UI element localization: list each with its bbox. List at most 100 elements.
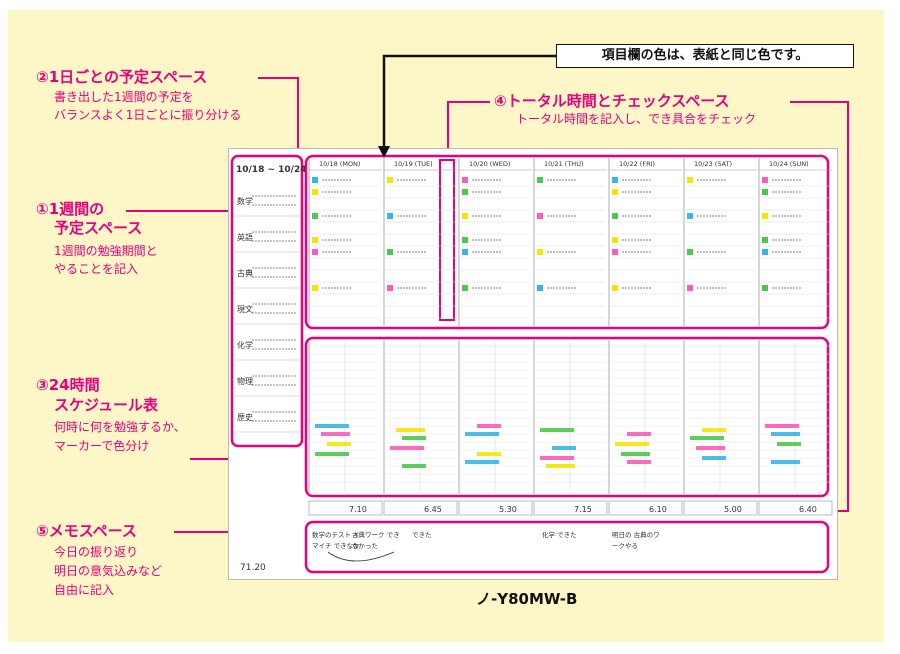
day-total-value: 5.00 <box>724 505 742 514</box>
note-arrow-head <box>378 146 390 158</box>
schedule-marker-bar <box>315 424 349 428</box>
subject-marker <box>312 237 318 243</box>
schedule-marker-bar <box>396 428 425 432</box>
subject-marker <box>387 249 393 255</box>
weekly-subject-label: 歴史 <box>237 412 253 422</box>
schedule-marker-bar <box>627 460 651 464</box>
subject-marker <box>462 237 468 243</box>
memo-space-desc-3: 自由に記入 <box>54 583 115 597</box>
day-total-value: 6.40 <box>799 505 817 514</box>
memo-handwriting: なかった <box>352 542 378 550</box>
memo-handwriting: 古典ワーク でき <box>352 530 400 539</box>
schedule-marker-bar <box>402 464 426 468</box>
subject-marker <box>687 285 693 291</box>
subject-marker <box>462 285 468 291</box>
memo-handwriting: マイチ できなか <box>312 542 360 550</box>
day-header: 10/19 (TUE) <box>394 160 433 168</box>
hours-table-desc-1: 何時に何を勉強するか、 <box>54 420 186 434</box>
memo-space-frame <box>304 520 830 574</box>
total-connector-h3 <box>828 510 849 512</box>
schedule-marker-bar <box>402 436 426 440</box>
schedule-marker-bar <box>771 432 800 436</box>
subject-marker <box>762 213 768 219</box>
subject-marker <box>387 177 393 183</box>
day-header: 10/23 (SAT) <box>694 160 732 168</box>
subject-marker <box>537 213 543 219</box>
subject-marker <box>537 177 543 183</box>
subject-marker <box>312 213 318 219</box>
weekly-space-title-2: 予定スペース <box>54 219 143 237</box>
subject-marker <box>312 189 318 195</box>
daily-space-desc-2: バランスよく1日ごとに振り分ける <box>54 108 242 122</box>
subject-marker <box>612 213 618 219</box>
schedule-marker-bar <box>465 432 499 436</box>
schedule-marker-bar <box>627 432 651 436</box>
total-cell <box>383 500 458 516</box>
subject-marker <box>762 177 768 183</box>
schedule-marker-bar <box>621 452 650 456</box>
memo-handwriting: 化学 できた <box>542 530 577 539</box>
memo-space-desc-2: 明日の意気込みなど <box>54 564 163 578</box>
schedule-marker-bar <box>765 424 799 428</box>
weekly-subject-label: 現文 <box>237 304 253 314</box>
schedule-marker-bar <box>477 452 501 456</box>
schedule-marker-bar <box>327 442 351 446</box>
day-header: 10/24 (SUN) <box>769 160 809 168</box>
memo-space-desc-1: 今日の振り返り <box>54 545 139 559</box>
total-cell <box>308 500 383 516</box>
schedule-marker-bar <box>615 442 649 446</box>
total-connector-v1 <box>447 101 449 159</box>
schedule-marker-bar <box>702 428 726 432</box>
subject-marker <box>762 285 768 291</box>
memo-space-title: ⑤メモスペース <box>36 522 137 540</box>
hours-table-desc-2: マーカーで色分け <box>54 439 150 453</box>
daily-space-frame <box>304 154 830 330</box>
subject-marker <box>762 249 768 255</box>
total-connector-h2 <box>790 101 848 103</box>
day-total-value: 5.30 <box>499 505 517 514</box>
weekly-space-frame <box>230 154 304 448</box>
subject-marker <box>387 213 393 219</box>
schedule-marker-bar <box>321 432 350 436</box>
day-header: 10/22 (FRI) <box>619 160 655 168</box>
week-total-value: 71.20 <box>240 563 266 573</box>
subject-marker <box>612 249 618 255</box>
schedule-marker-bar <box>690 436 724 440</box>
schedule-marker-bar <box>777 442 801 446</box>
schedule-marker-bar <box>390 446 424 450</box>
hours-table-title-2: スケジュール表 <box>54 396 158 414</box>
total-cell <box>608 500 683 516</box>
weekly-subject-label: 古典 <box>237 268 253 278</box>
subject-marker <box>687 249 693 255</box>
subject-marker <box>312 285 318 291</box>
memo-handwriting: できた <box>412 531 432 539</box>
daily-connector-v <box>297 77 299 157</box>
hours-table-title-1: ③24時間 <box>36 376 100 394</box>
total-cell <box>758 500 833 516</box>
subject-marker <box>612 285 618 291</box>
schedule-marker-bar <box>546 464 575 468</box>
daily-space-desc-1: 書き出した1週間の予定を <box>54 90 194 104</box>
subject-marker <box>537 249 543 255</box>
subject-marker <box>387 285 393 291</box>
day-header: 10/18 (MON) <box>319 160 360 168</box>
day-header: 10/21 (THU) <box>544 160 584 168</box>
weekly-subject-label: 化学 <box>237 340 253 350</box>
total-connector-h1 <box>448 101 490 103</box>
schedule-marker-bar <box>465 460 499 464</box>
subject-marker <box>612 189 618 195</box>
subject-marker <box>312 249 318 255</box>
daily-space-title: ②1日ごとの予定スペース <box>36 68 208 86</box>
weekly-space-title-1: ①1週間の <box>36 200 105 218</box>
schedule-marker-bar <box>696 446 725 450</box>
subject-marker <box>462 249 468 255</box>
subject-marker <box>537 285 543 291</box>
total-cell <box>533 500 608 516</box>
subject-marker <box>462 189 468 195</box>
total-check-title: ④トータル時間とチェックスペース <box>494 92 730 110</box>
memo-handwriting: 明日の 古典のワ <box>612 530 660 539</box>
weekly-space-desc-2: やることを記入 <box>54 262 139 276</box>
schedule-marker-bar <box>540 428 574 432</box>
note-arrow-line <box>382 54 556 150</box>
